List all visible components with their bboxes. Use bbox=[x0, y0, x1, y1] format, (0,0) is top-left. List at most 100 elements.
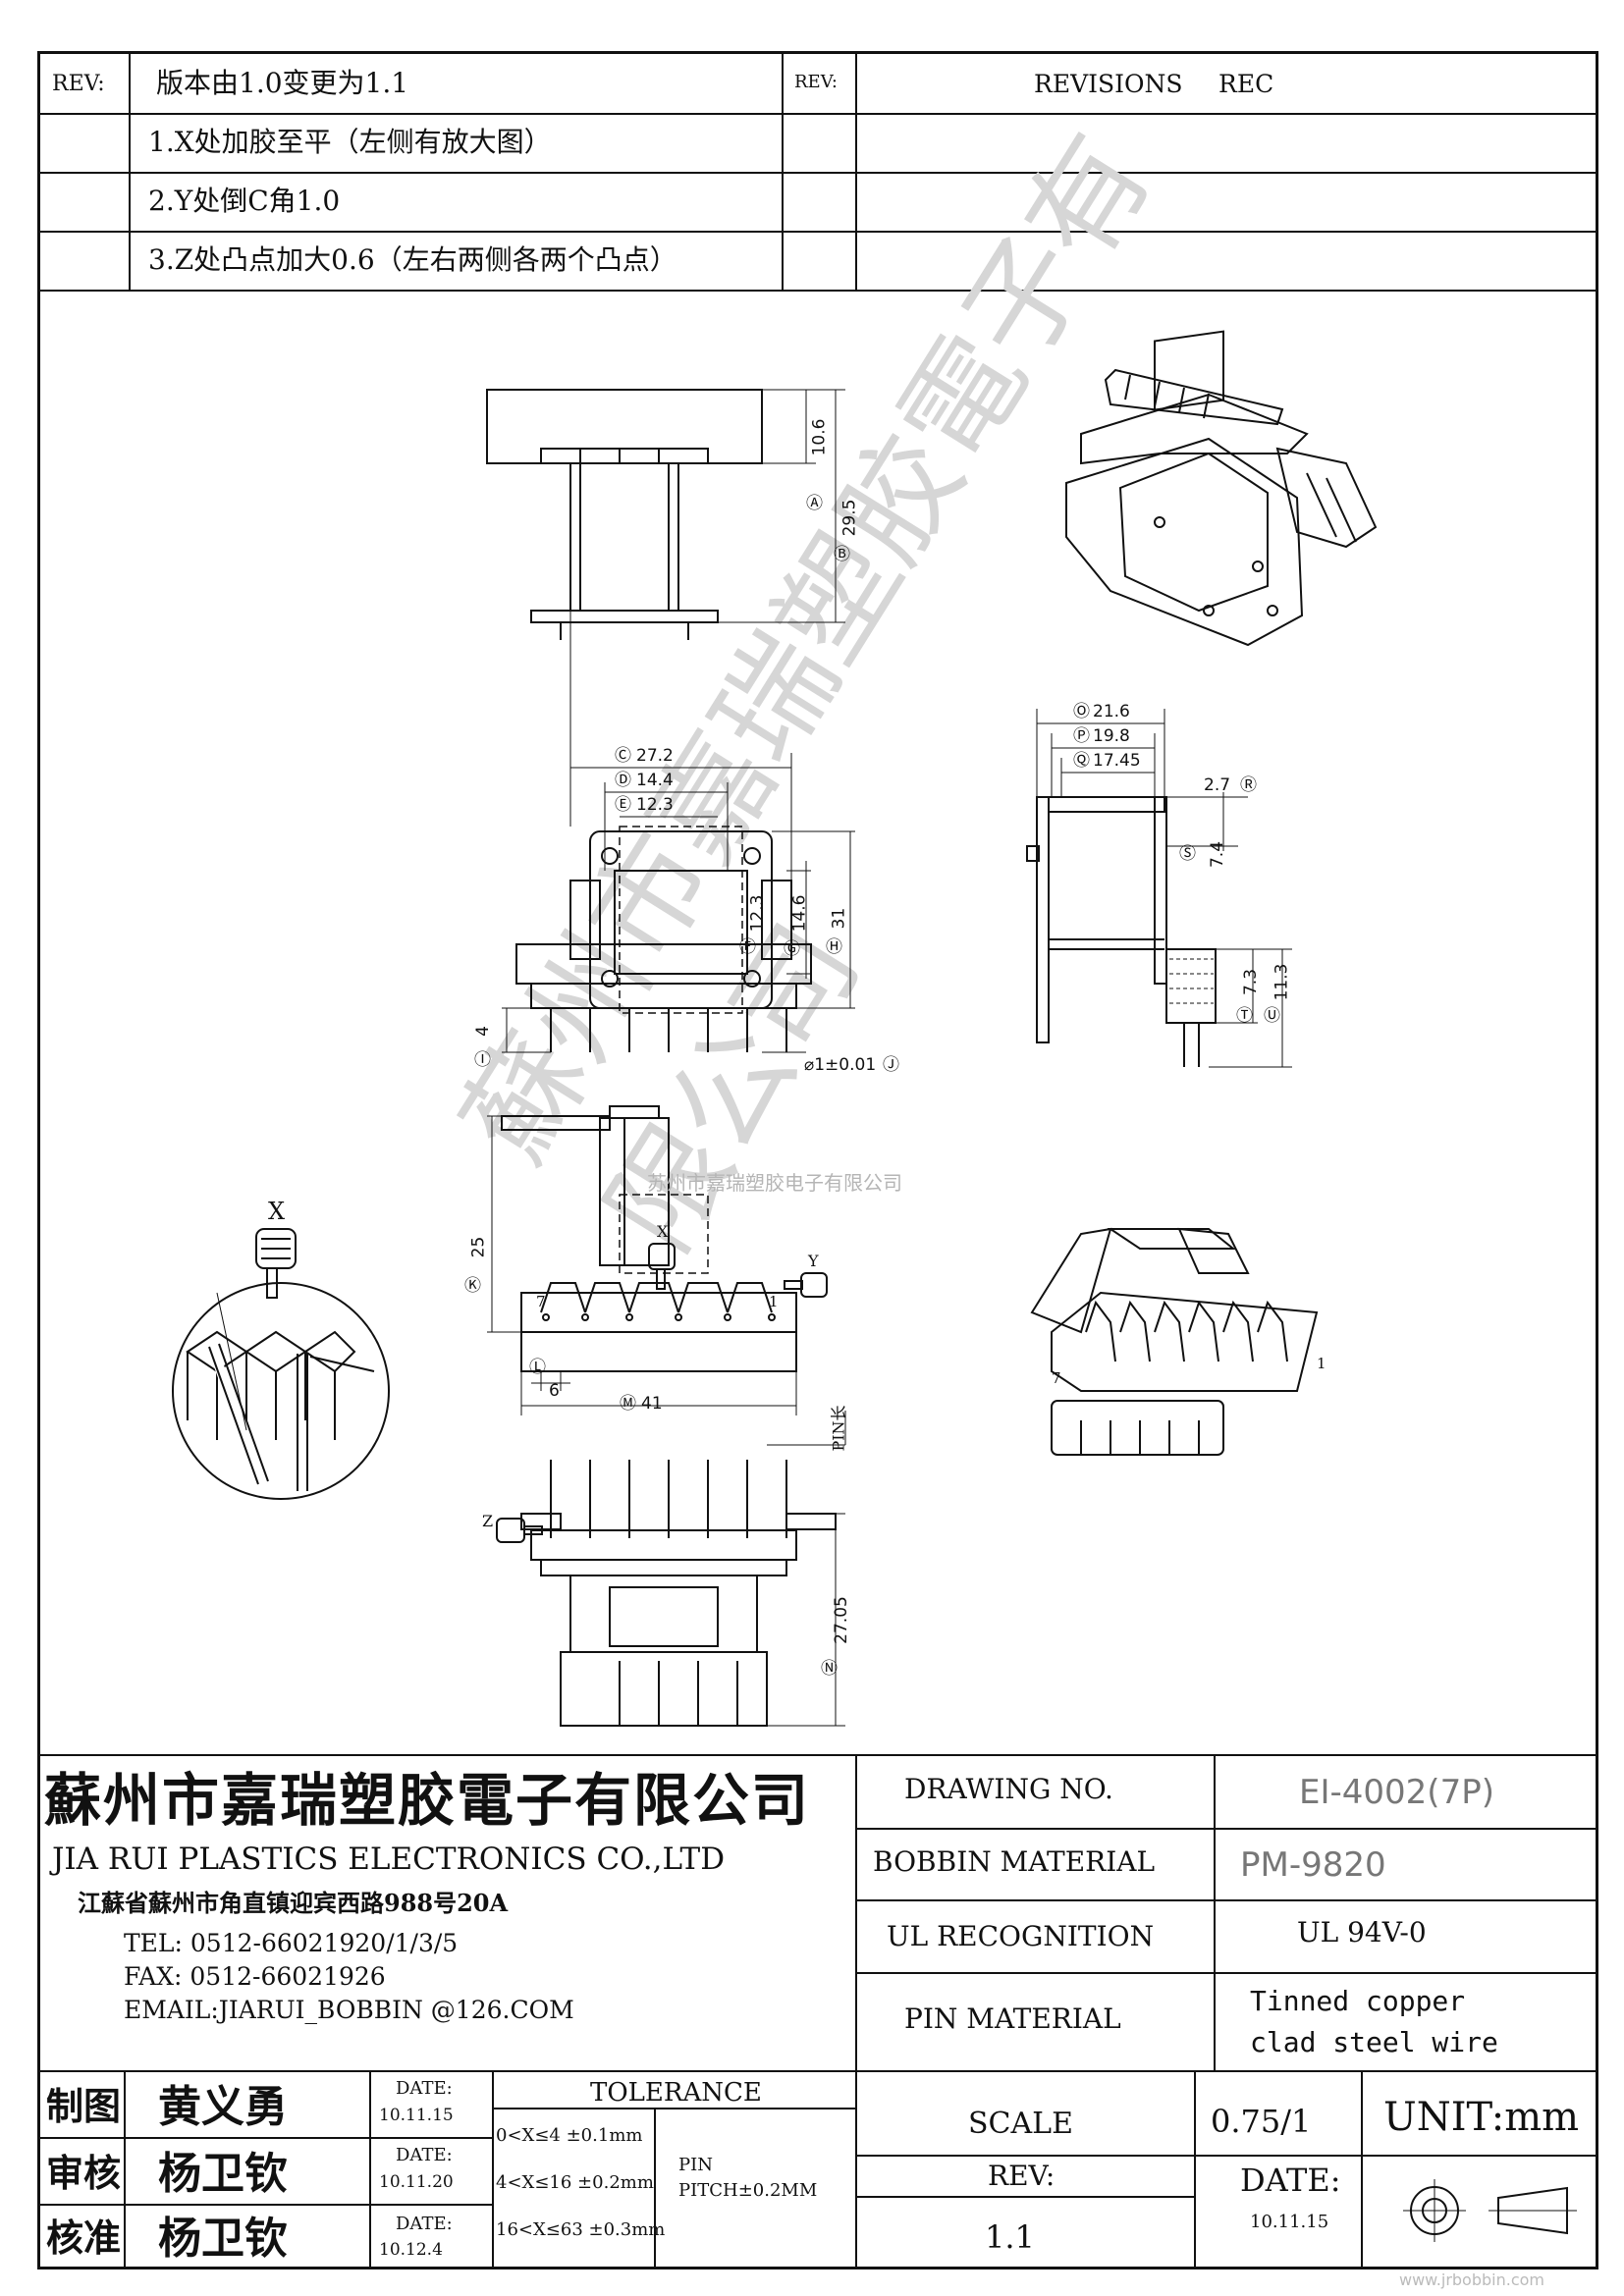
dim-letter-t: Ⓣ bbox=[1236, 1006, 1253, 1026]
company-tel: TEL: 0512-66021920/1/3/5 bbox=[124, 1929, 459, 1957]
role-checker: 审核 bbox=[46, 2151, 122, 2195]
dim-t2: 11.3 bbox=[1272, 963, 1292, 1001]
bobbin-material-value: PM-9820 bbox=[1240, 1845, 1386, 1885]
company-email: EMAIL:JIARUI_BOBBIN @126.COM bbox=[124, 1996, 574, 2024]
name-drafter: 黄义勇 bbox=[158, 2082, 288, 2132]
dim-letter-n: Ⓝ bbox=[821, 1659, 838, 1679]
dim-letter-o: Ⓞ bbox=[1073, 702, 1090, 721]
dim-letter-d: Ⓓ bbox=[615, 771, 631, 790]
revision-item-1: 1.X处加胶至平（左侧有放大图） bbox=[148, 126, 552, 158]
date-label-approver: DATE: bbox=[396, 2214, 453, 2234]
dim-o: 21.6 bbox=[1093, 702, 1130, 721]
dim-letter-r: Ⓡ bbox=[1240, 775, 1257, 795]
rec-label: REC bbox=[1218, 70, 1274, 98]
isometric-view-top bbox=[1065, 330, 1378, 647]
name-approver: 杨卫钦 bbox=[158, 2214, 288, 2264]
dim-letter-a: Ⓐ bbox=[806, 494, 823, 513]
isometric-view-bottom bbox=[1030, 1227, 1319, 1456]
dim-s: 7.4 bbox=[1208, 840, 1228, 869]
dim-t1: 7.3 bbox=[1241, 968, 1262, 996]
bottom-view bbox=[487, 1105, 846, 1446]
scale-label: SCALE bbox=[968, 2107, 1073, 2141]
role-drafter: 制图 bbox=[46, 2084, 122, 2128]
company-name-cn: 蘇州市嘉瑞塑胶電子有限公司 bbox=[44, 1767, 811, 1834]
mark-z-bottom: Z bbox=[482, 1512, 494, 1530]
tolerance-2: 4<X≤16 ±0.2mm bbox=[496, 2172, 654, 2193]
ul-recognition-value: UL 94V-0 bbox=[1297, 1916, 1427, 1949]
pin-material-value-2: clad steel wire bbox=[1250, 2026, 1498, 2058]
date-checker: 10.11.20 bbox=[379, 2172, 454, 2192]
watermark-small: 苏州市嘉瑞塑胶电子有限公司 bbox=[647, 1171, 902, 1195]
dim-b: 29.5 bbox=[839, 499, 860, 537]
date-value: 10.11.15 bbox=[1250, 2212, 1329, 2232]
rev-label: REV: bbox=[988, 2160, 1056, 2192]
dim-letter-k: Ⓚ bbox=[464, 1276, 481, 1296]
title-block: 蘇州市嘉瑞塑胶電子有限公司 JIA RUI PLASTICS ELECTRONI… bbox=[40, 1754, 1596, 2267]
mark-y-top: Y bbox=[808, 1252, 819, 1270]
dim-p: 19.8 bbox=[1093, 726, 1130, 746]
date-label-drafter: DATE: bbox=[396, 2078, 453, 2099]
side-profile-view bbox=[1026, 709, 1292, 1068]
revision-table: REV: 版本由1.0变更为1.1 REV: REVISIONS REC 1.X… bbox=[40, 54, 1596, 292]
date-label: DATE: bbox=[1240, 2162, 1341, 2199]
pointer-hand-icon-y bbox=[784, 1272, 828, 1298]
pin-pitch-label-1: PIN bbox=[678, 2155, 713, 2175]
role-approver: 核准 bbox=[46, 2216, 122, 2260]
dim-letter-e: Ⓔ bbox=[615, 795, 631, 815]
pin7-iso-label: 7 bbox=[1052, 1369, 1061, 1387]
pin1-iso-label: 1 bbox=[1317, 1355, 1326, 1372]
dim-k: 25 bbox=[468, 1236, 489, 1258]
tolerance-label: TOLERANCE bbox=[590, 2078, 762, 2108]
unit-label: UNIT:mm bbox=[1383, 2095, 1580, 2140]
pointer-hand-icon-detail bbox=[255, 1228, 297, 1299]
dim-g: 14.6 bbox=[789, 894, 810, 933]
bobbin-material-label: BOBBIN MATERIAL bbox=[873, 1845, 1156, 1878]
rev-header-2: REV: bbox=[794, 72, 838, 92]
tolerance-3: 16<X≤63 ±0.3mm bbox=[496, 2219, 666, 2240]
company-name-en: JIA RUI PLASTICS ELECTRONICS CO.,LTD bbox=[52, 1842, 726, 1877]
pin-material-value-1: Tinned copper bbox=[1250, 1985, 1466, 2017]
dim-letter-l: Ⓛ bbox=[529, 1358, 546, 1377]
dim-letter-j: Ⓙ bbox=[883, 1055, 899, 1075]
dim-d: 14.4 bbox=[636, 771, 674, 790]
dim-letter-q: Ⓠ bbox=[1073, 751, 1090, 771]
pin-pitch-label-2: PITCH±0.2MM bbox=[678, 2180, 818, 2201]
pin-long-label: PIN长 bbox=[829, 1405, 848, 1452]
dim-letter-b: Ⓑ bbox=[834, 545, 850, 564]
dim-i: 4 bbox=[472, 1026, 493, 1037]
mark-x-detail: X bbox=[268, 1198, 286, 1225]
dim-j: ⌀1±0.01 bbox=[804, 1055, 877, 1075]
revision-item-2: 2.Y处倒C角1.0 bbox=[148, 185, 341, 217]
dim-letter-u: Ⓤ bbox=[1264, 1006, 1280, 1026]
side-view-top bbox=[486, 389, 845, 640]
drawing-area: 蘇州市嘉瑞塑胶電子有限公司 bbox=[40, 113, 1596, 1754]
dim-letter-h: Ⓗ bbox=[826, 937, 842, 957]
dim-n: 27.05 bbox=[831, 1596, 851, 1644]
dim-letter-p: Ⓟ bbox=[1073, 726, 1090, 746]
pin-material-label: PIN MATERIAL bbox=[904, 2002, 1121, 2035]
date-approver: 10.12.4 bbox=[379, 2240, 443, 2260]
dim-e: 12.3 bbox=[636, 795, 674, 815]
drawing-no-value: EI-4002(7P) bbox=[1299, 1773, 1494, 1812]
dim-q: 17.45 bbox=[1093, 751, 1141, 771]
dim-f: 12.3 bbox=[747, 894, 768, 933]
date-label-checker: DATE: bbox=[396, 2145, 453, 2165]
pin7-label: 7 bbox=[536, 1293, 546, 1310]
tolerance-1: 0<X≤4 ±0.1mm bbox=[496, 2125, 643, 2146]
dim-letter-g: Ⓖ bbox=[784, 939, 800, 959]
dim-letter-m: Ⓜ bbox=[620, 1394, 636, 1414]
dim-letter-i: Ⓘ bbox=[474, 1050, 491, 1070]
dim-letter-f: Ⓕ bbox=[739, 937, 756, 957]
company-fax: FAX: 0512-66021926 bbox=[124, 1962, 386, 1991]
pin-front-view bbox=[520, 1460, 845, 1727]
projection-symbol-icon bbox=[1403, 2179, 1577, 2242]
dim-letter-c: Ⓒ bbox=[615, 746, 631, 766]
date-drafter: 10.11.15 bbox=[379, 2106, 454, 2125]
drawing-no-label: DRAWING NO. bbox=[904, 1773, 1113, 1805]
dim-l: 6 bbox=[549, 1381, 560, 1401]
dim-h: 31 bbox=[829, 907, 849, 930]
rev-header: REV: bbox=[52, 72, 105, 96]
detail-view-x bbox=[172, 1282, 390, 1500]
mark-x-top: X bbox=[657, 1222, 669, 1241]
revisions-label: REVISIONS bbox=[1034, 70, 1183, 98]
